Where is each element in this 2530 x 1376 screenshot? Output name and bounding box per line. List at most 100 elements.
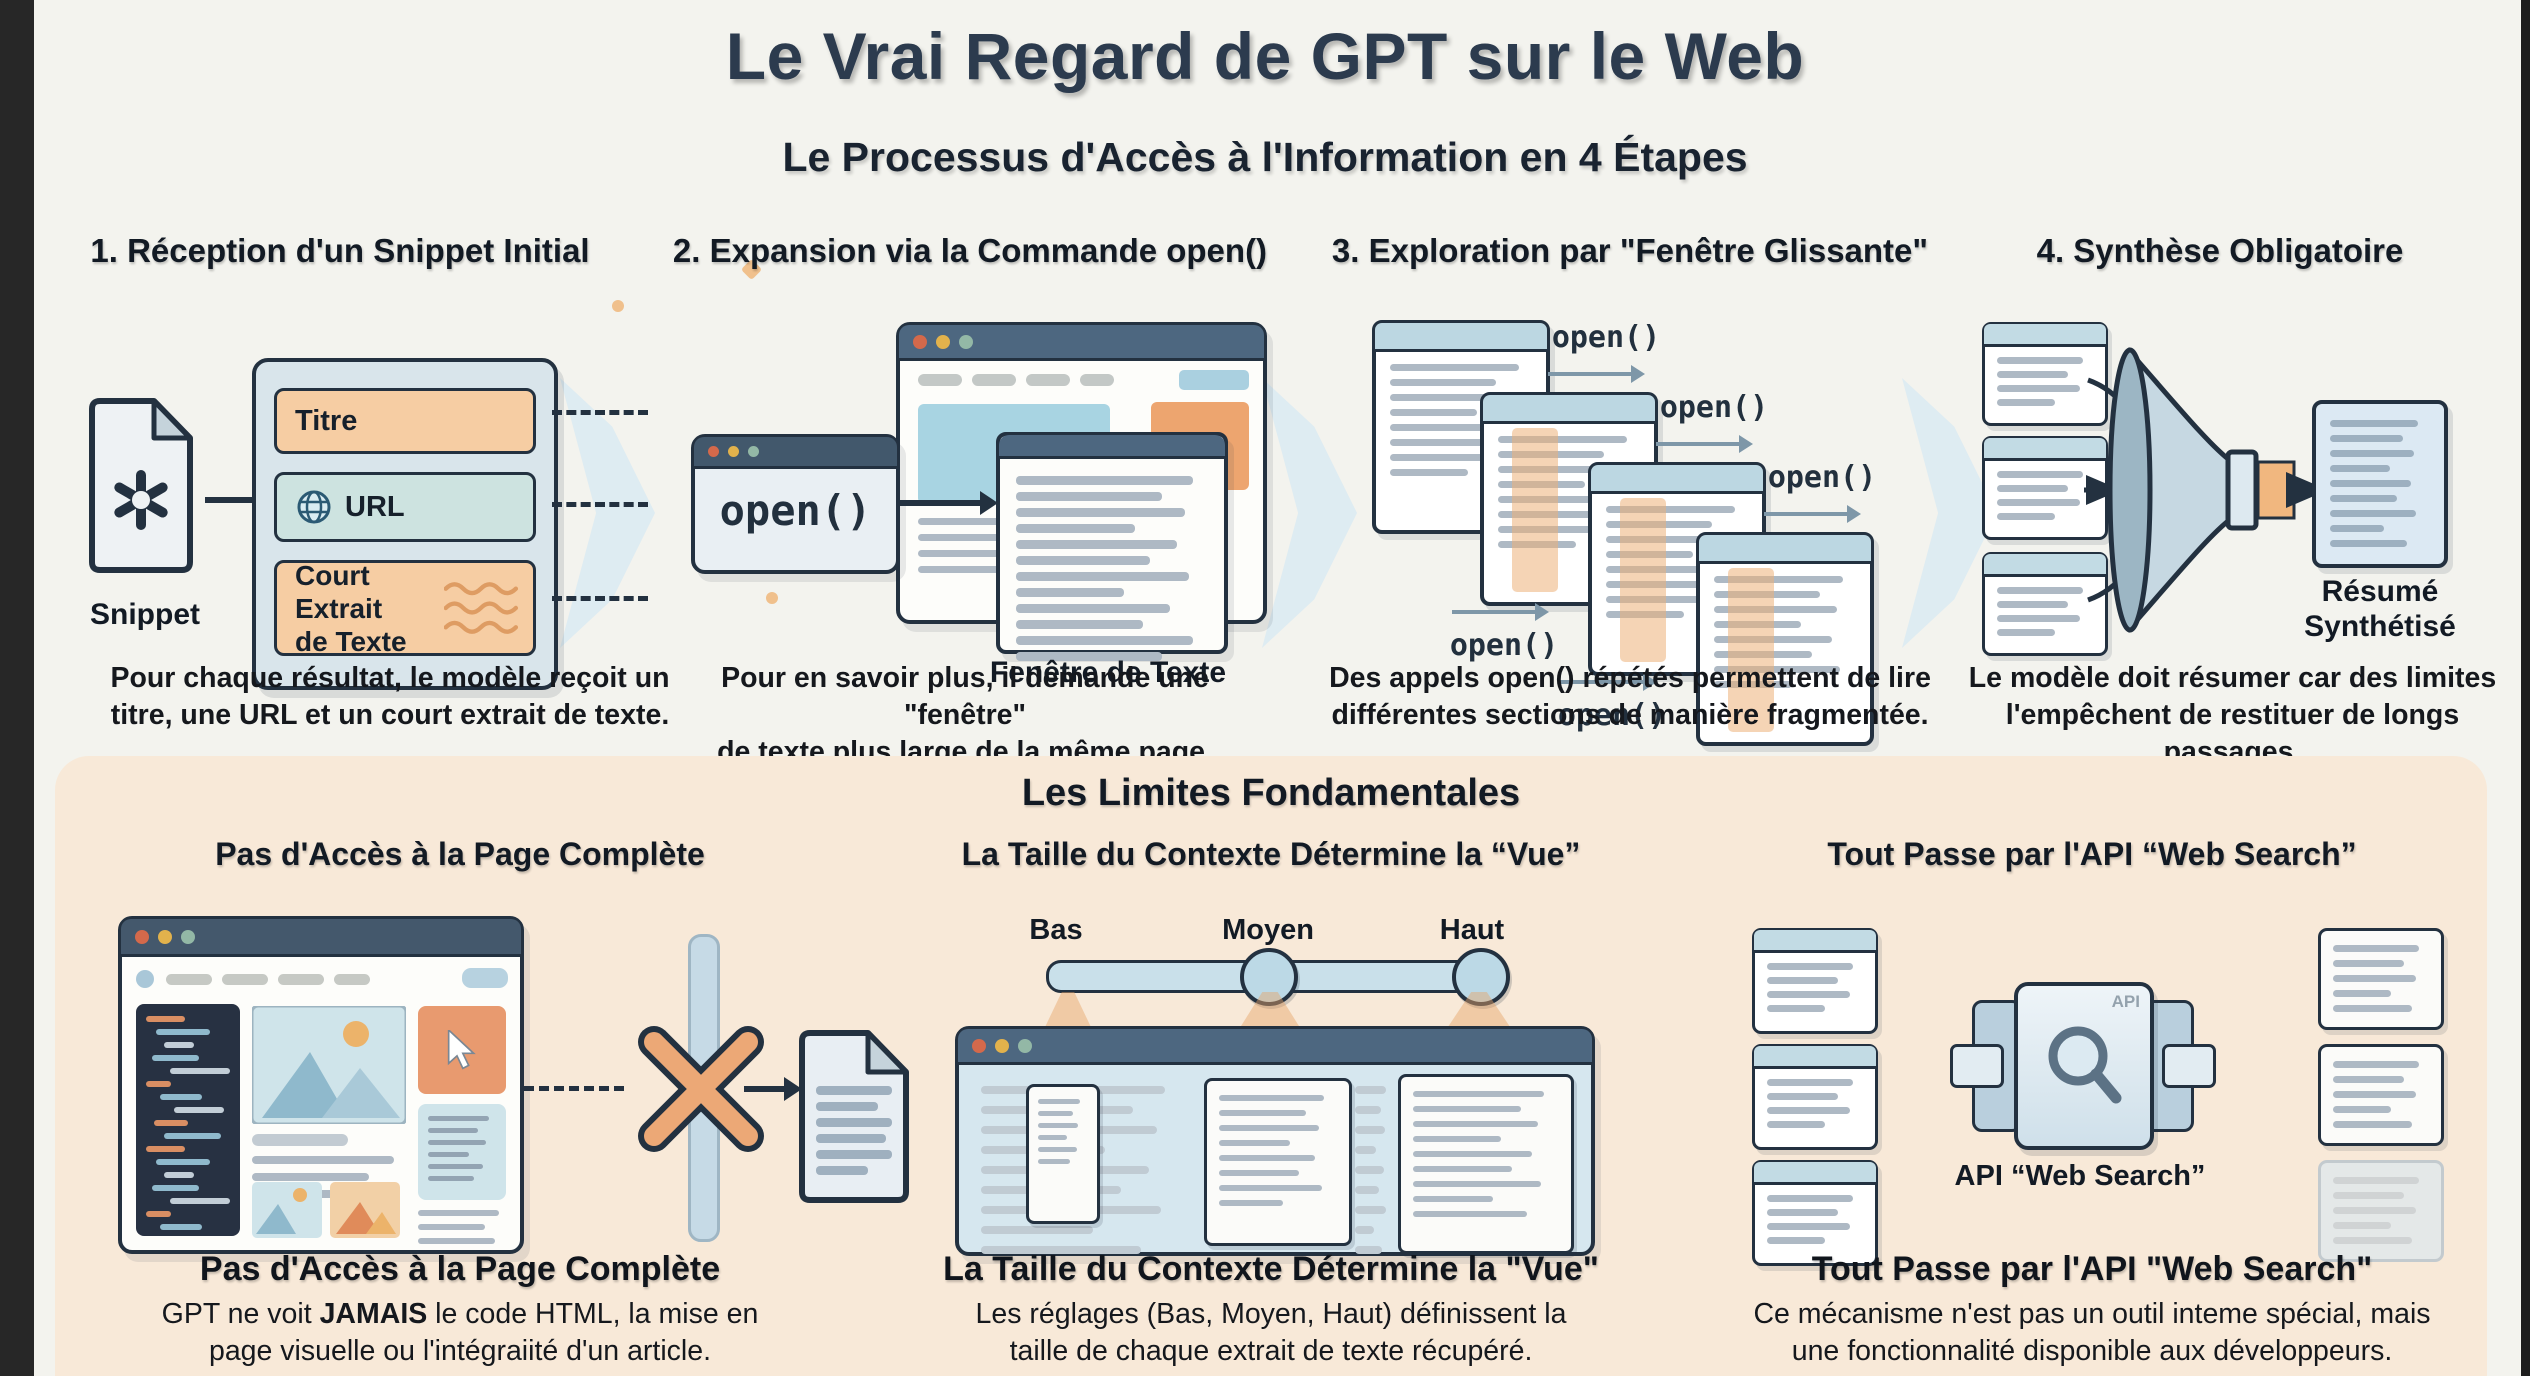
limit-1-heading: Pas d'Accès à la Page Complète: [215, 836, 705, 872]
globe-icon: [297, 490, 331, 524]
avatar: [136, 970, 154, 988]
close-icon: [708, 446, 719, 457]
slider-label-haut: Haut: [1439, 914, 1505, 946]
step-2-heading: 2. Expansion via la Commande open(): [672, 232, 1268, 269]
close-icon: [135, 929, 149, 944]
arrow-icon: [1560, 673, 1657, 691]
wavy-text-icon: [443, 582, 518, 634]
window-titlebar: [999, 435, 1225, 459]
source-fragment-card: [1982, 322, 2108, 426]
text-lines: [428, 1116, 494, 1181]
nav-pill: [334, 974, 370, 985]
snippet-document-icon: [89, 398, 193, 573]
extract-row-label: Court Extrait de Texte: [295, 559, 407, 657]
limit-3-footer-heading: Tout Passe par l'API "Web Search": [1811, 1250, 2373, 1288]
card-header: [1754, 930, 1876, 953]
browser-window: [118, 916, 524, 1254]
limit-2-heading: La Taille du Contexte Détermine la “Vue”: [961, 836, 1581, 872]
result-card: [2318, 1044, 2444, 1146]
limit-2-footer-heading: La Taille du Contexte Détermine la "Vue": [943, 1250, 1599, 1288]
limit-1-footer-heading: Pas d'Accès à la Page Complète: [199, 1250, 721, 1288]
arrow-icon: [1548, 365, 1645, 383]
extract-card-small: [1026, 1084, 1100, 1224]
card-header: [1754, 1162, 1876, 1185]
openai-logo-icon: [114, 470, 168, 530]
cursor-icon: [447, 1030, 476, 1070]
nav-pill: [278, 974, 324, 985]
slider-label-bas: Bas: [1029, 914, 1083, 946]
nav-pill: [166, 974, 212, 985]
window-controls: [958, 1029, 1592, 1065]
text-lines: [1355, 1086, 1389, 1254]
limit-3-body: Ce mécanisme n'est pas un outil inteme s…: [1753, 1298, 2431, 1367]
card-header: [1754, 1046, 1876, 1069]
step-1-heading: 1. Réception d'un Snippet Initial: [90, 232, 590, 269]
text-lines: [1016, 476, 1208, 661]
open-call-label: open(): [1659, 390, 1769, 425]
highlight-strip: [1512, 428, 1558, 592]
nav-pill: [918, 374, 962, 386]
dot-decoration: [766, 592, 778, 604]
text-lines: [2333, 945, 2427, 1012]
text-lines: [1997, 357, 2091, 406]
maximize-icon: [181, 929, 195, 944]
request-card: [1752, 928, 1878, 1034]
code-sidebar: [136, 1004, 240, 1236]
api-connector-right: [2162, 1044, 2216, 1088]
hero-image-placeholder: [252, 1006, 406, 1124]
open-command-text: open(): [719, 486, 872, 535]
text-lines: [1997, 471, 2091, 520]
nav-button: [1179, 370, 1249, 390]
browser-window: [955, 1026, 1595, 1256]
text-lines: [2330, 420, 2426, 547]
step-1-caption: Pour chaque résultat, le modèle reçoit u…: [110, 662, 670, 731]
step-3-heading: 3. Exploration par "Fenêtre Glissante": [1331, 232, 1929, 269]
dashed-connector: [552, 410, 648, 415]
summary-document: [2312, 400, 2448, 568]
window-controls: [121, 919, 521, 957]
text-lines: [1219, 1095, 1333, 1206]
text-window: [996, 432, 1228, 661]
thumbnail-image: [330, 1182, 400, 1238]
dashed-connector: [552, 596, 648, 601]
close-icon: [972, 1038, 986, 1053]
nav-pill: [1080, 374, 1114, 386]
text-line: [252, 1134, 348, 1146]
page-subtitle: Le Processus d'Accès à l'Information en …: [782, 134, 1748, 180]
open-command-terminal: open(): [691, 434, 900, 574]
nav-pill: [972, 374, 1016, 386]
api-block: API: [2014, 982, 2154, 1150]
open-call-label: open(): [1767, 460, 1877, 495]
slider-knob-haut: [1452, 948, 1510, 1006]
extract-card-medium: [1204, 1078, 1352, 1246]
limit-2-body: Les réglages (Bas, Moyen, Haut) définiss…: [975, 1298, 1567, 1367]
thumbnail-image: [252, 1182, 322, 1238]
url-row: URL: [274, 472, 536, 542]
snippet-card: Titre URL Court Extrait de Texte: [252, 358, 558, 690]
arrow-icon: [744, 1077, 802, 1101]
arrow-icon: [1656, 435, 1753, 453]
limit-3-heading: Tout Passe par l'API “Web Search”: [1827, 836, 2357, 872]
limit-1-body: GPT ne voit JAMAIS le code HTML, la mise…: [161, 1298, 759, 1367]
page-title: Le Vrai Regard de GPT sur le Web: [725, 19, 1805, 93]
title-row: Titre: [274, 388, 536, 454]
right-dark-edge: [2521, 0, 2530, 1376]
card-header: [1984, 324, 2106, 347]
funnel-icon: [2084, 347, 2328, 633]
limits-title: Les Limites Fondamentales: [1021, 772, 1521, 814]
request-card: [1752, 1160, 1878, 1266]
nav-pill: [1026, 374, 1070, 386]
text-lines: [2333, 1177, 2427, 1244]
nav-pill: [222, 974, 268, 985]
blocked-x-icon: [638, 1026, 764, 1152]
source-fragment-card: [1982, 552, 2108, 656]
slider-label-moyen: Moyen: [1222, 914, 1314, 946]
cursor-card: [418, 1006, 506, 1094]
text-lines: [1413, 1091, 1555, 1217]
card-header: [1699, 535, 1871, 564]
maximize-icon: [959, 334, 973, 349]
extract-row: Court Extrait de Texte: [274, 559, 536, 657]
left-dark-edge: [0, 0, 34, 1376]
